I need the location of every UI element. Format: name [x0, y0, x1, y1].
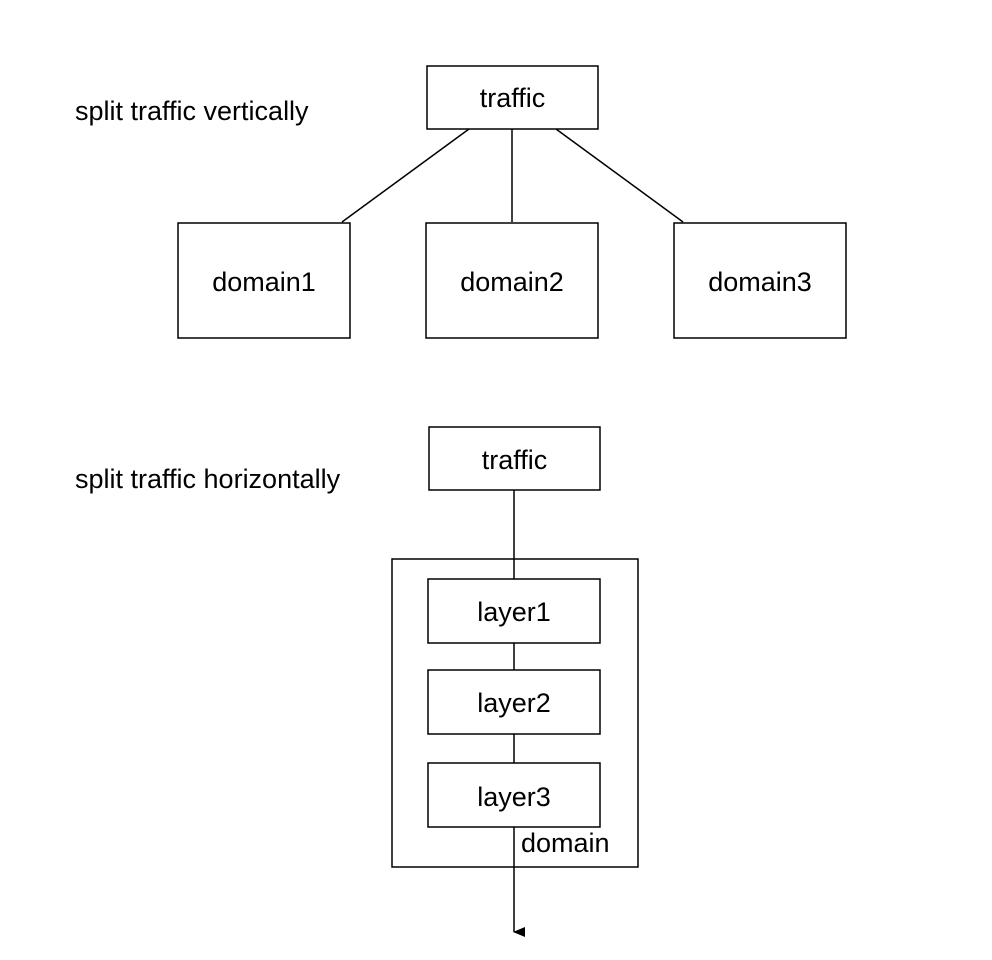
horizontal-traffic-node: traffic	[428, 426, 601, 491]
domain-container-label: domain	[521, 828, 610, 858]
layer3-node: layer3	[427, 762, 601, 828]
domain-container	[391, 558, 639, 868]
layer2-node: layer2	[427, 669, 601, 735]
horizontal-traffic-label: traffic	[482, 445, 548, 475]
horizontal-split-caption: split traffic horizontally	[75, 464, 341, 494]
layer3-label: layer3	[477, 782, 551, 812]
domain2-label: domain2	[460, 267, 564, 297]
layer2-label: layer2	[477, 688, 551, 718]
domain3-node: domain3	[673, 222, 847, 339]
domain3-label: domain3	[708, 267, 812, 297]
edge-traffic-to-domain3	[555, 128, 684, 223]
vertical-traffic-label: traffic	[480, 83, 546, 113]
edge-traffic-to-domain1	[341, 128, 470, 223]
domain1-node: domain1	[177, 222, 351, 339]
vertical-split-diagram: split traffic vertically traffic domain1…	[75, 65, 847, 339]
layer1-label: layer1	[477, 597, 551, 627]
vertical-traffic-node: traffic	[426, 65, 599, 130]
domain2-node: domain2	[425, 222, 599, 339]
domain1-label: domain1	[212, 267, 316, 297]
horizontal-split-diagram: split traffic horizontally traffic layer…	[75, 426, 639, 937]
layer1-node: layer1	[427, 578, 601, 644]
vertical-split-caption: split traffic vertically	[75, 96, 309, 126]
